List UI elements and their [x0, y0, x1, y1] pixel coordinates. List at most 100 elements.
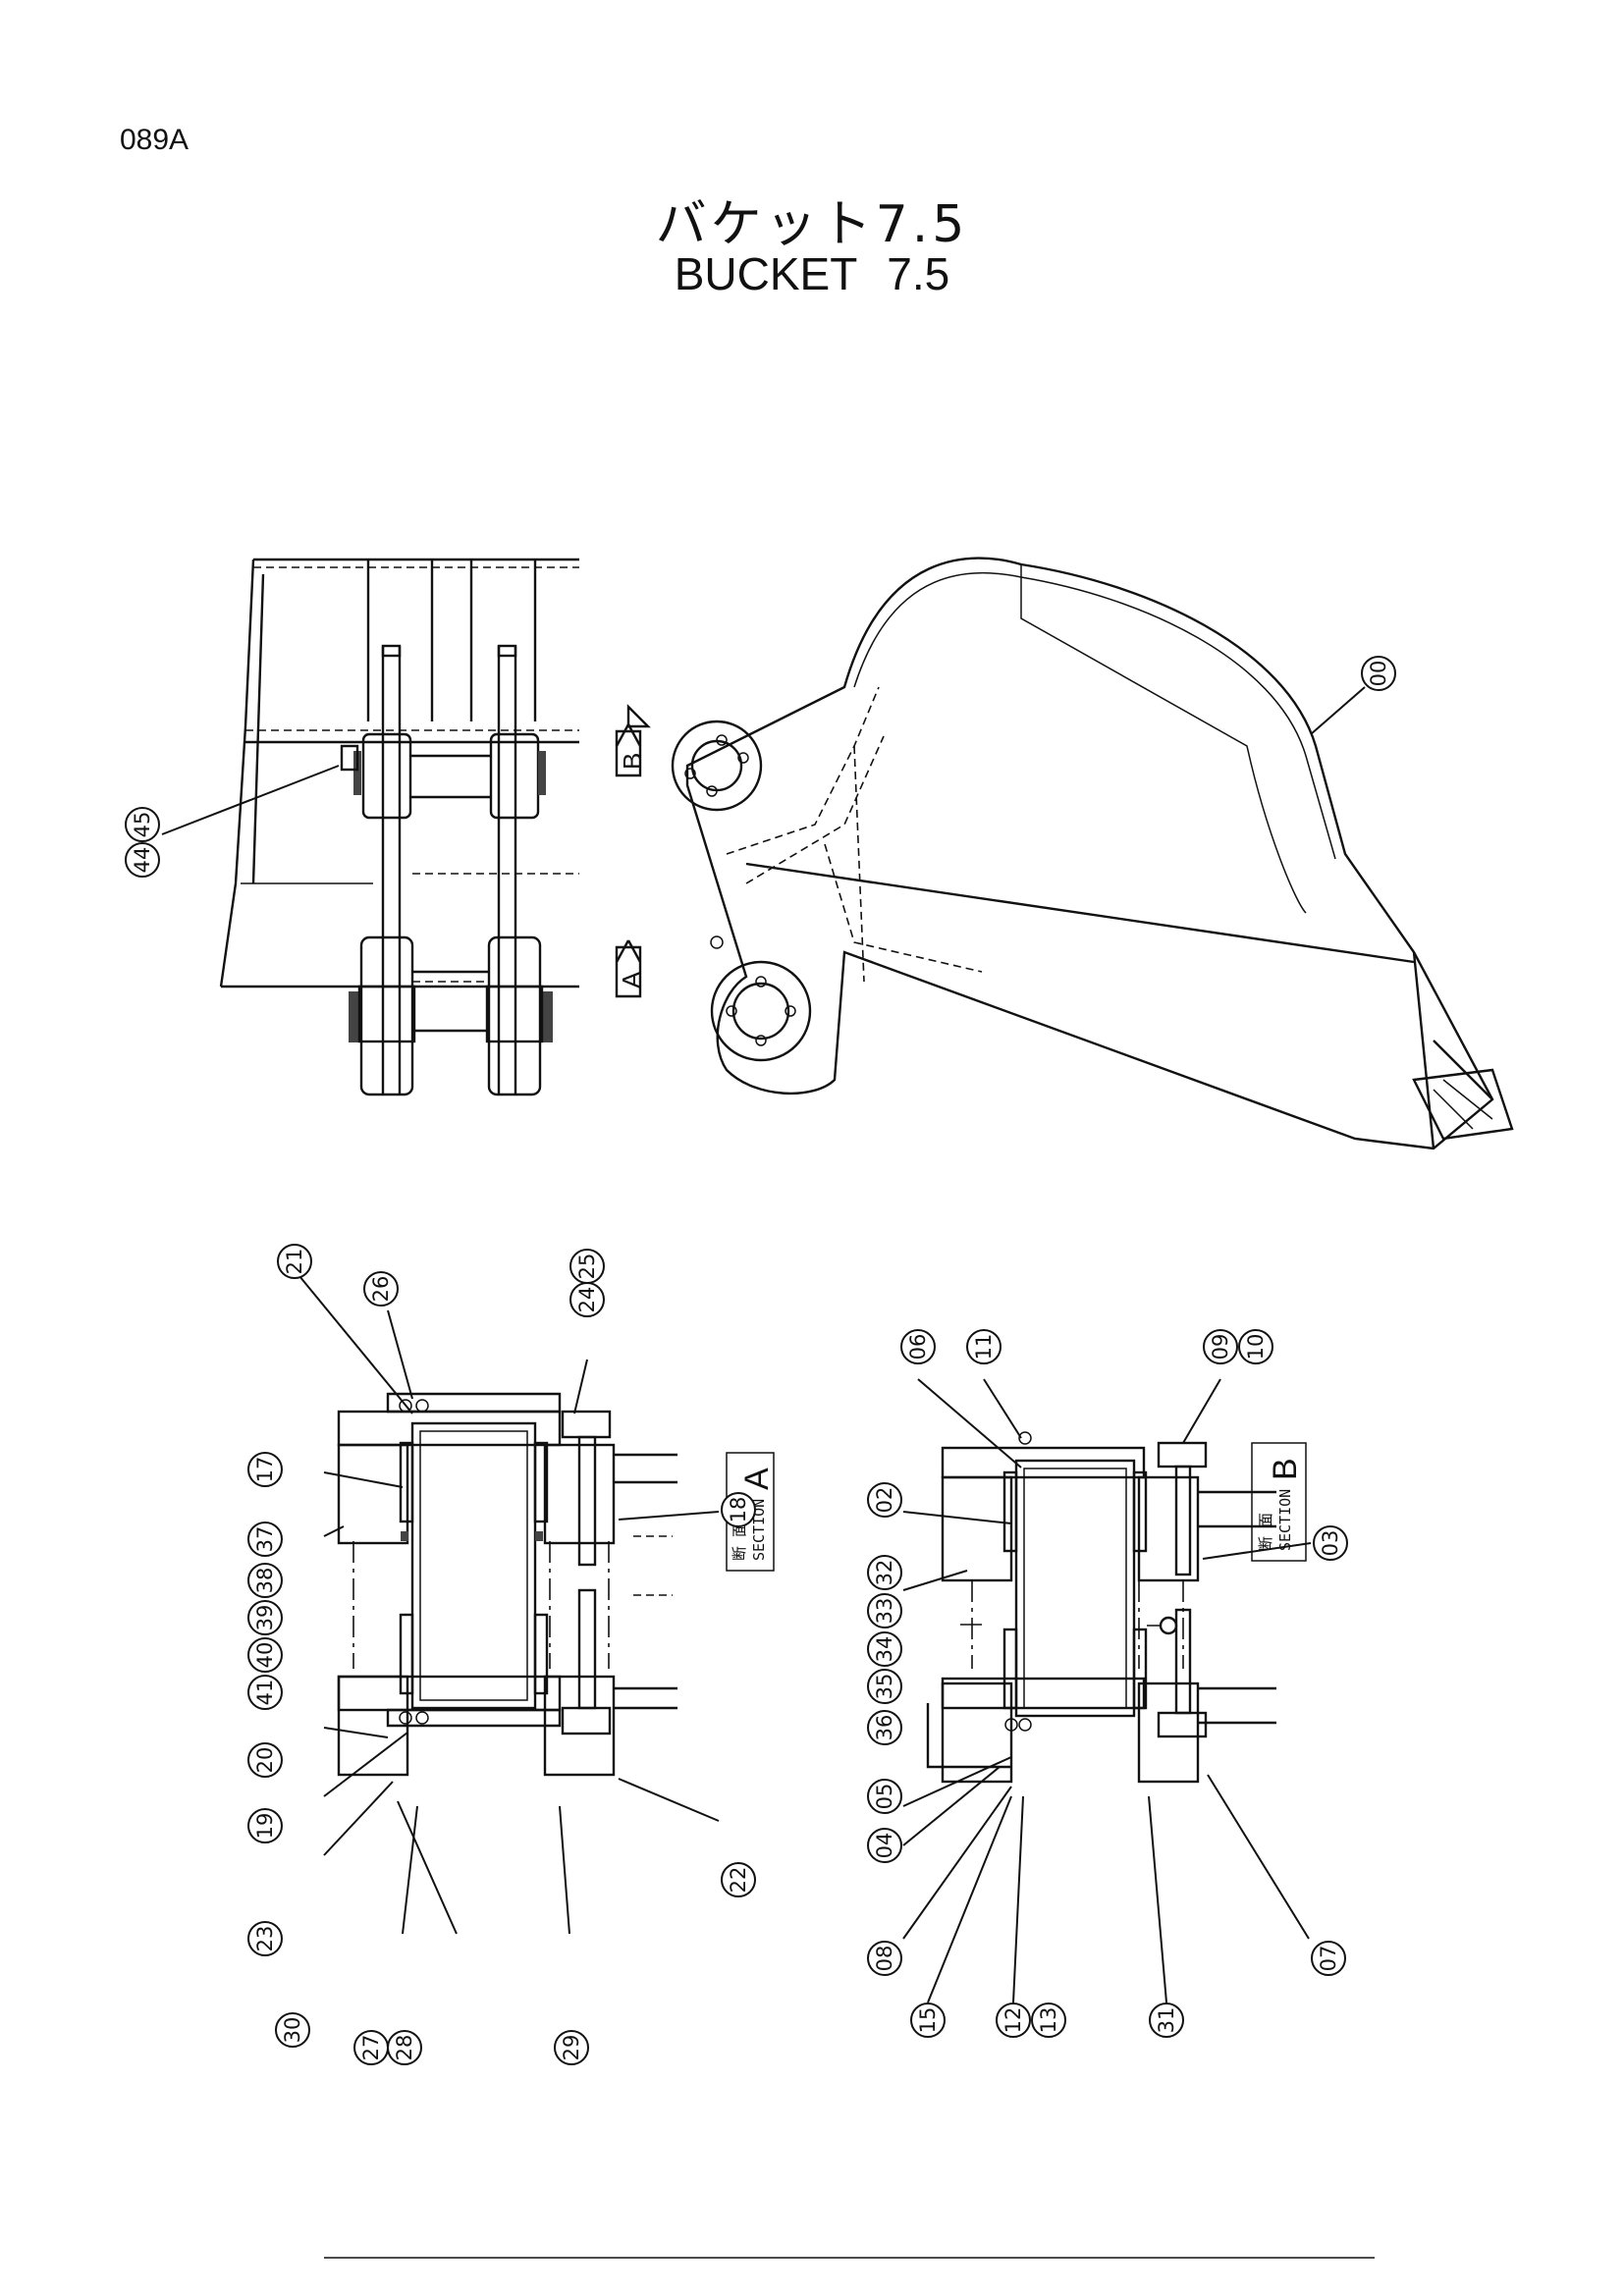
section-b-drawing: [926, 1431, 1276, 1784]
callout-37: 37: [247, 1522, 283, 1557]
callout-12: 12: [996, 2002, 1031, 2038]
svg-text:23: 23: [253, 1926, 277, 1952]
leader-lines: [161, 686, 1366, 2003]
section-a-jp: 断 面: [731, 1522, 748, 1561]
view-arrow-a: A: [615, 939, 646, 998]
svg-text:24: 24: [575, 1287, 599, 1313]
callout-09: 09: [1203, 1329, 1238, 1364]
callout-02: 02: [867, 1482, 902, 1518]
page-id: 089A: [120, 124, 189, 156]
svg-text:39: 39: [253, 1605, 277, 1631]
callout-39: 39: [247, 1600, 283, 1635]
view-marker-a: A: [617, 971, 646, 988]
title-english: BUCKET 7.5: [674, 248, 950, 299]
callout-25: 25: [569, 1249, 605, 1284]
svg-text:35: 35: [873, 1674, 896, 1700]
svg-text:04: 04: [873, 1833, 896, 1859]
svg-text:06: 06: [906, 1334, 930, 1361]
svg-text:03: 03: [1319, 1530, 1342, 1557]
svg-text:26: 26: [369, 1276, 393, 1303]
section-b-label: 断 面 SECTION B: [1251, 1442, 1307, 1562]
callout-05: 05: [867, 1779, 902, 1814]
callout-44: 44: [125, 842, 160, 878]
callout-24: 24: [569, 1282, 605, 1317]
callout-33: 33: [867, 1593, 902, 1629]
callout-18: 18: [721, 1492, 756, 1527]
svg-text:13: 13: [1037, 2007, 1060, 2034]
callout-31: 31: [1149, 2002, 1184, 2038]
callout-38: 38: [247, 1563, 283, 1598]
svg-text:32: 32: [873, 1560, 896, 1586]
svg-text:08: 08: [873, 1946, 896, 1972]
bucket-rear-view: [219, 558, 579, 1096]
view-arrow-b: B: [615, 704, 651, 777]
svg-text:33: 33: [873, 1598, 896, 1625]
svg-text:34: 34: [873, 1636, 896, 1663]
callout-22: 22: [721, 1862, 756, 1897]
callout-29: 29: [554, 2030, 589, 2065]
callout-15: 15: [910, 2002, 946, 2038]
callouts: 00 44 45 21 26 24 25 17 18 37 38 39 40 4…: [125, 656, 1396, 2065]
svg-text:38: 38: [253, 1568, 277, 1594]
callout-26: 26: [363, 1271, 399, 1307]
callout-34: 34: [867, 1631, 902, 1667]
svg-text:21: 21: [283, 1249, 306, 1275]
callout-06: 06: [900, 1329, 936, 1364]
callout-00: 00: [1361, 656, 1396, 691]
svg-text:29: 29: [560, 2035, 583, 2061]
svg-text:18: 18: [727, 1497, 750, 1523]
callout-40: 40: [247, 1637, 283, 1673]
callout-11: 11: [966, 1329, 1001, 1364]
svg-text:27: 27: [359, 2035, 383, 2061]
svg-text:37: 37: [253, 1526, 277, 1553]
svg-text:12: 12: [1001, 2007, 1025, 2034]
callout-17: 17: [247, 1452, 283, 1487]
svg-text:31: 31: [1155, 2007, 1178, 2034]
callout-03: 03: [1313, 1525, 1348, 1561]
callout-30: 30: [275, 2012, 310, 2048]
bucket-side-view: [671, 557, 1514, 1150]
svg-text:25: 25: [575, 1254, 599, 1280]
callout-27: 27: [353, 2030, 389, 2065]
callout-10: 10: [1238, 1329, 1273, 1364]
svg-text:40: 40: [253, 1642, 277, 1669]
svg-text:00: 00: [1367, 661, 1390, 687]
callout-23: 23: [247, 1921, 283, 1956]
view-marker-b: B: [618, 753, 647, 770]
title-japanese: バケット7.5: [655, 195, 969, 254]
svg-text:30: 30: [281, 2017, 304, 2044]
svg-text:45: 45: [131, 812, 154, 838]
svg-text:44: 44: [131, 847, 154, 874]
svg-text:15: 15: [916, 2007, 940, 2034]
callout-32: 32: [867, 1555, 902, 1590]
callout-08: 08: [867, 1941, 902, 1976]
svg-text:41: 41: [253, 1680, 277, 1706]
svg-text:05: 05: [873, 1784, 896, 1810]
callout-04: 04: [867, 1828, 902, 1863]
callout-41: 41: [247, 1675, 283, 1710]
svg-text:17: 17: [253, 1457, 277, 1483]
svg-text:36: 36: [873, 1715, 896, 1741]
section-a-letter: A: [738, 1468, 776, 1490]
svg-text:09: 09: [1209, 1334, 1232, 1361]
callout-35: 35: [867, 1669, 902, 1704]
callout-45: 45: [125, 807, 160, 842]
callout-20: 20: [247, 1742, 283, 1778]
svg-text:20: 20: [253, 1747, 277, 1774]
svg-text:07: 07: [1317, 1946, 1340, 1972]
callout-28: 28: [387, 2030, 422, 2065]
svg-text:11: 11: [972, 1334, 996, 1361]
section-b-jp: 断 面: [1257, 1513, 1274, 1551]
callout-19: 19: [247, 1808, 283, 1843]
svg-text:02: 02: [873, 1487, 896, 1514]
callout-36: 36: [867, 1710, 902, 1745]
svg-text:10: 10: [1244, 1334, 1268, 1361]
section-b-letter: B: [1267, 1458, 1304, 1480]
section-b-en: SECTION: [1276, 1489, 1294, 1551]
svg-text:22: 22: [727, 1867, 750, 1894]
callout-21: 21: [277, 1244, 312, 1279]
callout-13: 13: [1031, 2002, 1066, 2038]
svg-text:28: 28: [393, 2035, 416, 2061]
section-a-drawing: [337, 1392, 677, 1777]
